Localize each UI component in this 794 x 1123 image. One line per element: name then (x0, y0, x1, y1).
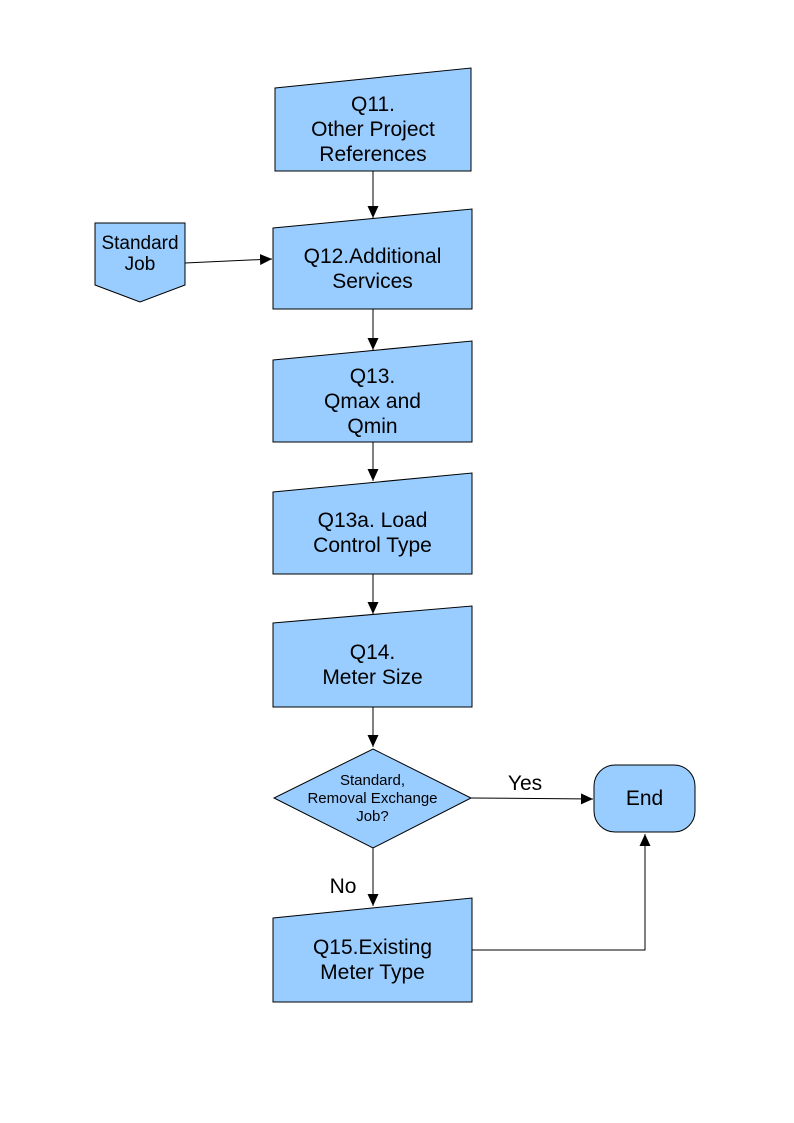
edge-label-yes: Yes (507, 772, 543, 795)
node-q14-label: Q14. Meter Size (322, 641, 423, 689)
edge-label-no: No (329, 875, 357, 898)
node-decision-shape (272, 748, 473, 849)
node-q13a-label: Q13a. Load Control Type (313, 509, 432, 557)
node-q12-shape (272, 208, 473, 310)
node-q11-shape (274, 67, 472, 172)
node-q14-shape (272, 605, 473, 708)
node-q13a-shape (272, 472, 473, 575)
node-q15-label: Q15.Existing Meter Type (312, 936, 433, 984)
node-end-shape (593, 764, 696, 833)
node-q13-shape (272, 340, 473, 443)
node-decision-label: Standard, Removal Exchange Job? (307, 771, 438, 825)
connector-decision-yes-to-end (470, 793, 594, 805)
node-q13-label: Q13. Qmax and Qmin (324, 364, 421, 438)
node-standard-job-shape (94, 222, 186, 303)
node-q12-label: Q12.Additional Services (303, 244, 442, 293)
node-end-label: End (625, 787, 664, 810)
node-q15-shape (272, 897, 473, 1003)
connector-q15-to-end (472, 834, 651, 951)
connector-standardjob-to-q12 (184, 254, 273, 266)
node-standard-job-label: Standard Job (101, 233, 179, 275)
node-q11-label: Q11. Other Project References (311, 93, 435, 166)
